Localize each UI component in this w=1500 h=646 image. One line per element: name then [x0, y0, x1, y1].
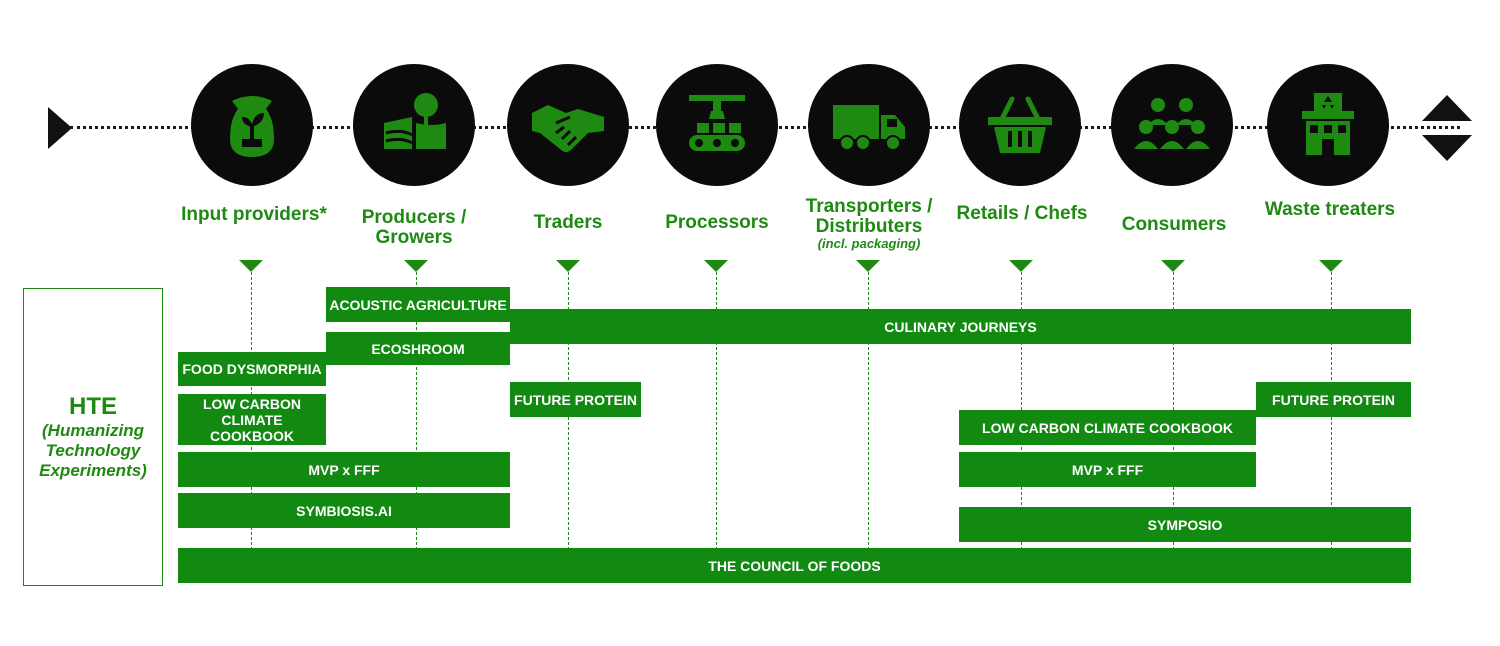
project-bar-future-protein-traders: FUTURE PROTEIN: [510, 382, 641, 417]
up-arrow-icon: [1422, 95, 1472, 121]
stage-pointer-input-providers: [239, 260, 263, 272]
stage-pointer-transporters: [856, 260, 880, 272]
stage-label-waste-treaters: Waste treaters: [1264, 199, 1396, 220]
stage-sublabel-transporters: (incl. packaging): [817, 236, 921, 251]
truck-icon: [808, 64, 930, 186]
handshake-icon: [507, 64, 629, 186]
stage-label-transporters: Transporters / Distributers (incl. packa…: [794, 197, 944, 251]
project-bar-low-carbon-cookbook-input: LOW CARBON CLIMATE COOKBOOK: [178, 394, 326, 445]
recycling-plant-icon: [1267, 64, 1389, 186]
project-bar-symbiosis-ai: SYMBIOSIS.AI: [178, 493, 510, 528]
project-bar-mvp-fff-downstream: MVP x FFF: [959, 452, 1256, 487]
stage-label-processors: Processors: [665, 212, 769, 233]
stage-label-input-providers: Input providers*: [181, 204, 327, 225]
factory-conveyor-icon: [656, 64, 778, 186]
start-arrow-icon: [48, 107, 72, 149]
stage-guide-producers: [416, 272, 417, 550]
stage-label-producers: Producers / Growers: [361, 207, 467, 248]
hte-panel: HTE (Humanizing Technology Experiments): [23, 288, 163, 586]
hte-title: HTE: [69, 393, 117, 420]
project-bar-council-of-foods: THE COUNCIL OF FOODS: [178, 548, 1411, 583]
stage-pointer-processors: [704, 260, 728, 272]
farm-field-icon: [353, 64, 475, 186]
stage-label-consumers: Consumers: [1121, 214, 1227, 235]
stage-label-traders: Traders: [533, 212, 603, 233]
project-bar-low-carbon-cookbook-retail: LOW CARBON CLIMATE COOKBOOK: [959, 410, 1256, 445]
hte-subtitle: (Humanizing Technology Experiments): [39, 421, 147, 480]
people-group-icon: [1111, 64, 1233, 186]
stage-label-transporters-text: Transporters / Distributers: [805, 196, 933, 237]
stage-guide-processors: [716, 272, 717, 550]
basket-icon: [959, 64, 1081, 186]
stage-pointer-consumers: [1161, 260, 1185, 272]
project-bar-acoustic-agriculture: ACOUSTIC AGRICULTURE: [326, 287, 510, 322]
stage-label-retails: Retails / Chefs: [956, 203, 1088, 224]
project-bar-ecoshroom: ECOSHROOM: [326, 332, 510, 365]
project-bar-future-protein-waste: FUTURE PROTEIN: [1256, 382, 1411, 417]
up-down-arrows-icon: [1422, 95, 1472, 161]
stage-guide-transporters: [868, 272, 869, 550]
stage-pointer-retails: [1009, 260, 1033, 272]
project-bar-symposio: SYMPOSIO: [959, 507, 1411, 542]
stage-pointer-waste-treaters: [1319, 260, 1343, 272]
project-bar-mvp-fff-upstream: MVP x FFF: [178, 452, 510, 487]
project-bar-food-dysmorphia: FOOD DYSMORPHIA: [178, 352, 326, 386]
down-arrow-icon: [1422, 135, 1472, 161]
project-bar-culinary-journeys: CULINARY JOURNEYS: [510, 309, 1411, 344]
stage-pointer-producers: [404, 260, 428, 272]
seed-bag-icon: [191, 64, 313, 186]
stage-pointer-traders: [556, 260, 580, 272]
